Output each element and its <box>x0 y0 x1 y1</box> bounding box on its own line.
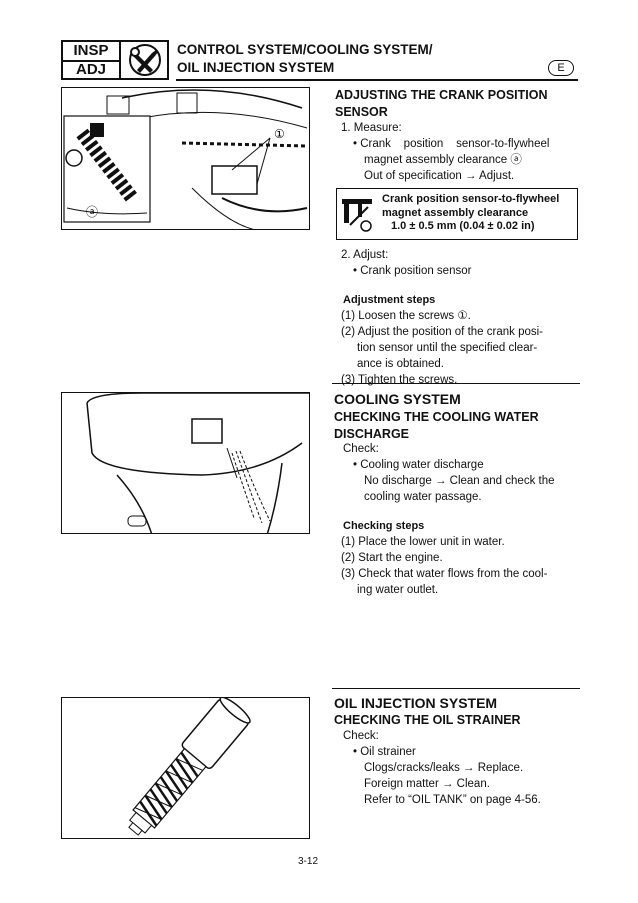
page-number: 3-12 <box>298 856 319 867</box>
cooling-water-figure <box>61 392 310 534</box>
spec-box: Crank position sensor-to-flywheel magnet… <box>336 188 578 240</box>
section2-check: Check: <box>343 443 379 455</box>
section3-line2: Foreign matter → Clean. <box>364 778 490 790</box>
spec-value: 1.0 ± 0.5 mm (0.04 ± 0.02 in) <box>391 220 535 232</box>
check-step-2: (2) Start the engine. <box>341 552 443 564</box>
section-divider-2 <box>332 688 580 689</box>
wrench-screwdriver-icon <box>123 43 167 77</box>
section1-step1: 1. Measure: <box>341 122 402 134</box>
section1-step2: 2. Adjust: <box>341 249 389 261</box>
section3-line3: Refer to “OIL TANK” on page 4-56. <box>364 794 541 806</box>
adjust-step-2: (2) Adjust the position of the crank pos… <box>341 326 543 338</box>
insp-adj-badge: INSP ADJ <box>61 40 169 80</box>
fig-label-a: ⓐ <box>86 205 98 219</box>
crank-sensor-figure: ① ⓐ <box>61 87 310 230</box>
check-step-3b: ing water outlet. <box>357 584 439 596</box>
section1-out-of-spec: Out of specification → Adjust. <box>364 170 515 182</box>
adjustment-steps-title: Adjustment steps <box>343 294 436 306</box>
section2-heading: COOLING SYSTEM <box>334 391 461 407</box>
adjust-step-2b: tion sensor until the specified clear- <box>357 342 538 354</box>
page-title: CONTROL SYSTEM/COOLING SYSTEM/ OIL INJEC… <box>177 42 433 75</box>
section3-heading: OIL INJECTION SYSTEM <box>334 695 498 711</box>
spec-line1: Crank position sensor-to-flywheel <box>382 193 560 205</box>
section3-check: Check: <box>343 730 379 742</box>
section1-bullet2: • Crank position sensor <box>353 265 472 277</box>
section2-line1: No discharge → Clean and check the <box>364 475 555 487</box>
spec-line2: magnet assembly clearance <box>382 206 529 219</box>
section1-heading: ADJUSTING THE CRANK POSITION SENSOR <box>335 88 548 119</box>
language-badge: E <box>548 60 574 76</box>
caliper-icon <box>340 193 374 235</box>
section2-bullet: • Cooling water discharge <box>353 459 484 471</box>
section2-line2: cooling water passage. <box>364 491 482 503</box>
badge-adj: ADJ <box>75 61 106 78</box>
section3-line1: Clogs/cracks/leaks → Replace. <box>364 762 524 774</box>
badge-insp: INSP <box>63 42 119 62</box>
section1-bullet1-cont: magnet assembly clearance ⓐ <box>364 154 522 166</box>
section2-subheading: CHECKING THE COOLING WATER DISCHARGE <box>334 410 539 441</box>
oil-strainer-figure <box>61 697 310 839</box>
section3-subheading: CHECKING THE OIL STRAINER <box>334 713 521 727</box>
section-divider-1 <box>332 383 580 384</box>
adjust-step-1: (1) Loosen the screws ①. <box>341 310 471 322</box>
section1-bullet1: • Crank position sensor-to-flywheel <box>353 138 550 150</box>
check-step-3: (3) Check that water flows from the cool… <box>341 568 548 580</box>
check-step-1: (1) Place the lower unit in water. <box>341 536 505 548</box>
checking-steps-title: Checking steps <box>343 520 425 532</box>
header-rule <box>176 79 578 81</box>
section3-bullet: • Oil strainer <box>353 746 416 758</box>
adjust-step-2c: ance is obtained. <box>357 358 444 370</box>
adjust-step-3: (3) Tighten the screws. <box>341 374 458 386</box>
fig-label-1: ① <box>274 127 285 141</box>
